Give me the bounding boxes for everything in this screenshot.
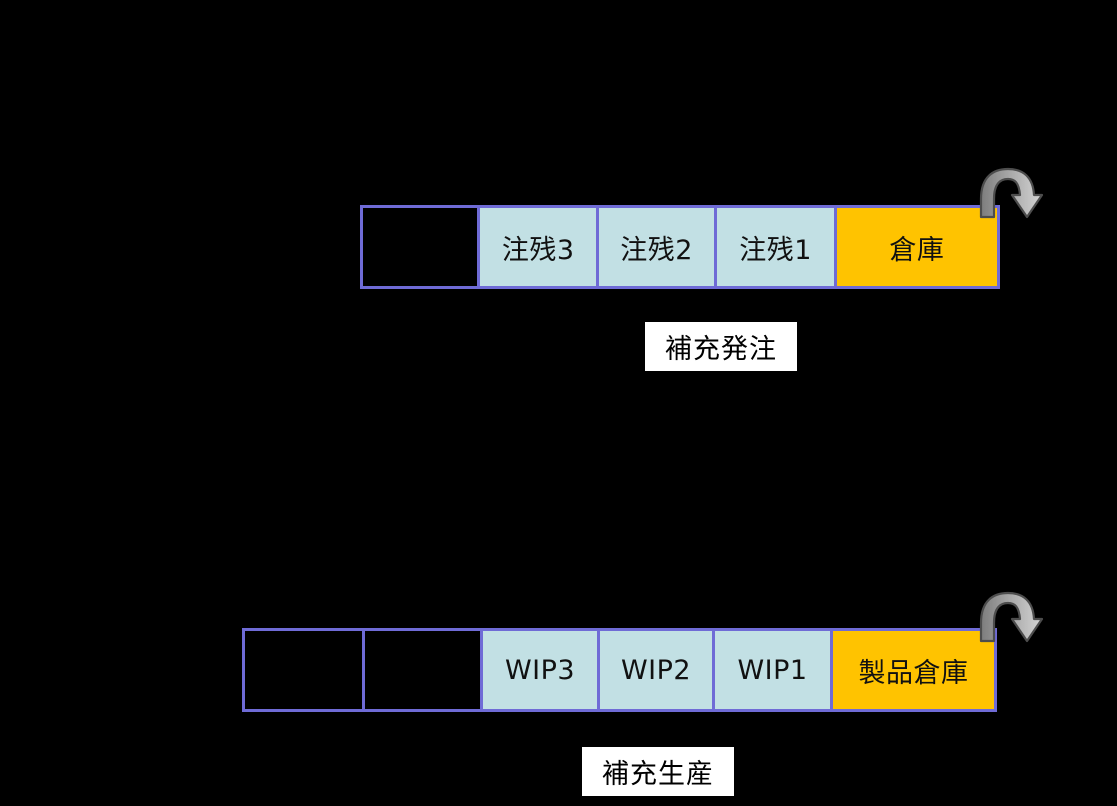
order-pipeline-row: 注残3 注残2 注残1 倉庫 bbox=[360, 205, 1000, 289]
production-cell-empty-1[interactable] bbox=[242, 628, 365, 712]
production-cell-wip-2[interactable]: WIP2 bbox=[597, 628, 715, 712]
order-cell-warehouse[interactable]: 倉庫 bbox=[833, 205, 1000, 289]
order-pipeline-caption: 補充発注 bbox=[645, 322, 797, 371]
production-pipeline-row: WIP3 WIP2 WIP1 製品倉庫 bbox=[242, 628, 1000, 712]
production-cell-wip-1[interactable]: WIP1 bbox=[712, 628, 833, 712]
production-cell-empty-2[interactable] bbox=[362, 628, 483, 712]
production-cell-product-warehouse[interactable]: 製品倉庫 bbox=[830, 628, 997, 712]
production-pipeline-caption: 補充生産 bbox=[582, 747, 734, 796]
order-cell-backlog-1[interactable]: 注残1 bbox=[714, 205, 837, 289]
production-cell-wip-3[interactable]: WIP3 bbox=[480, 628, 600, 712]
order-cell-backlog-3[interactable]: 注残3 bbox=[477, 205, 599, 289]
order-cell-backlog-2[interactable]: 注残2 bbox=[595, 205, 718, 289]
order-cell-empty-1[interactable] bbox=[360, 205, 481, 289]
